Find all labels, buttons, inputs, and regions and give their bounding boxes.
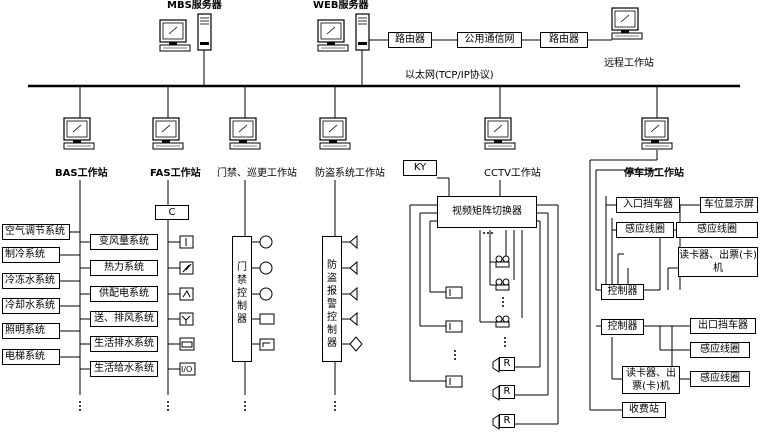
access-workstation-label: 门禁、巡更工作站 [217, 168, 297, 179]
parking-reader-in: 读卡器、出票(卡)机 [678, 247, 758, 277]
bas-right-item: 变风量系统 [90, 234, 158, 250]
access-controller-label: 门禁控制器 [237, 262, 247, 325]
antitheft-workstation-label: 防盗系统工作站 [315, 168, 385, 179]
bas-right-item: 生活排水系统 [90, 336, 158, 352]
bas-left-item: 制冷系统 [2, 247, 60, 263]
fas-controller: C [155, 205, 189, 220]
cctv-r-unit: R [499, 385, 515, 399]
access-bus [244, 180, 262, 395]
cctv-workstation-icon [484, 117, 516, 150]
bas-left-item: 电梯系统 [2, 349, 60, 365]
parking-space-display: 车位显示屏 [700, 197, 758, 213]
bas-right-item: 生活给水系统 [90, 361, 158, 377]
cctv-workstation-label: CCTV工作站 [484, 168, 541, 179]
mbs-server-icon [159, 13, 212, 52]
ethernet-label: 以太网(TCP/IP协议) [405, 70, 494, 81]
antitheft-controller: 防盗报警控制器 [322, 236, 342, 362]
bas-left-item: 冷却水系统 [2, 298, 60, 314]
parking-sensor-3: 感应线圈 [690, 342, 750, 358]
parking-controller-2: 控制器 [601, 319, 644, 335]
parking-exit-gate: 出口挡车器 [690, 318, 756, 334]
web-server-label: WEB服务器 [313, 0, 369, 11]
bas-right-item: 热力系统 [90, 260, 158, 276]
parking-entry-gate: 入口挡车器 [616, 197, 680, 213]
bas-workstation-icon [63, 117, 95, 150]
antitheft-bus [334, 180, 350, 395]
parking-workstation-icon [641, 117, 673, 150]
remote-workstation-label: 远程工作站 [604, 58, 654, 69]
fas-sensor-icons [179, 235, 196, 376]
cctv-monitors [445, 286, 463, 388]
remote-workstation-icon [611, 7, 643, 40]
access-workstation-icon [229, 117, 261, 150]
cctv-wiring [409, 177, 559, 425]
bas-bus [60, 180, 90, 395]
parking-sensor-2: 感应线圈 [676, 222, 758, 238]
bas-right-item: 送、排风系统 [90, 311, 158, 327]
router-2: 路由器 [540, 32, 588, 48]
parking-workstation-label: 停车场工作站 [624, 168, 684, 179]
bas-right-item: 供配电系统 [90, 286, 158, 302]
access-controller: 门禁控制器 [232, 236, 252, 362]
web-server-icon [317, 13, 370, 52]
fas-workstation-icon [152, 117, 184, 150]
bas-left-item: 照明系统 [2, 323, 60, 339]
router-1: 路由器 [388, 32, 432, 48]
cctv-r-cameras [492, 357, 500, 430]
cctv-r-unit: R [499, 357, 515, 371]
antitheft-workstation-icon [319, 117, 351, 150]
parking-reader-out: 读卡器、出票(卡)机 [622, 366, 680, 394]
antitheft-controller-label: 防盗报警控制器 [327, 260, 337, 349]
parking-toll-station: 收费站 [622, 402, 666, 418]
continuation-dots [79, 232, 506, 411]
parking-sensor-1: 感应线圈 [616, 222, 674, 238]
fas-bus [167, 180, 180, 395]
cctv-ky: KY [403, 160, 437, 176]
parking-controller-1: 控制器 [601, 284, 644, 300]
fas-io-label: I/O [181, 365, 193, 374]
cctv-video-matrix: 视频矩阵切换器 [437, 196, 537, 228]
mbs-server-label: MBS服务器 [167, 0, 222, 11]
cctv-r-unit: R [499, 414, 515, 428]
public-network: 公用通信网 [457, 32, 522, 48]
bas-left-item: 空气调节系统 [2, 224, 70, 240]
bas-workstation-label: BAS工作站 [55, 168, 108, 179]
parking-sensor-4: 感应线圈 [690, 371, 750, 387]
fas-workstation-label: FAS工作站 [150, 168, 201, 179]
cctv-cameras [495, 255, 510, 328]
bas-left-item: 冷冻水系统 [2, 273, 60, 289]
access-device-icons [259, 235, 275, 351]
antitheft-sensor-icons [349, 234, 363, 352]
